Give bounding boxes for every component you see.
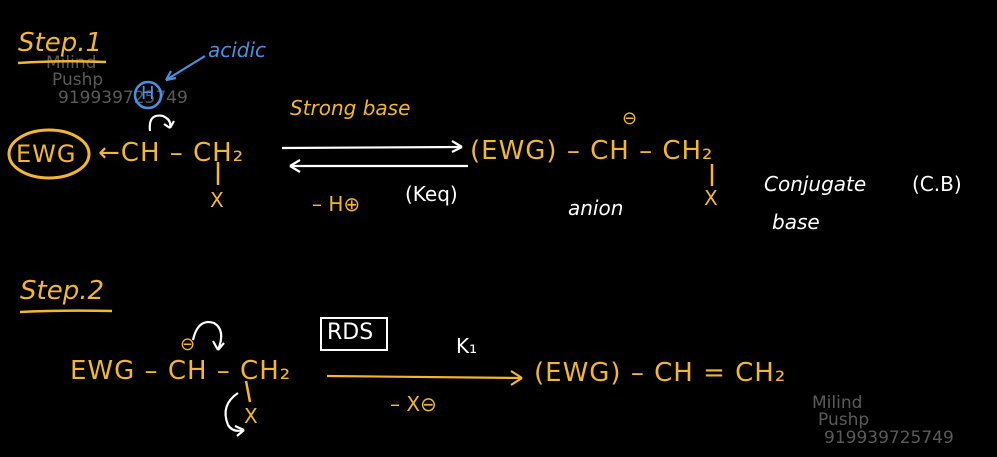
h-atom: H <box>141 83 155 104</box>
leaving-group: – X⊖ <box>390 392 437 416</box>
curved-arrow-h <box>148 114 172 132</box>
acidic-label: acidic <box>208 38 267 62</box>
rds-box <box>320 317 388 351</box>
watermark-name: Pushp <box>818 410 870 430</box>
watermark-phone: 919939725749 <box>58 88 188 108</box>
rate-constant: K₁ <box>456 334 478 358</box>
product-x: X <box>704 186 718 210</box>
ewg-circle <box>7 128 91 180</box>
h-circle <box>133 80 163 110</box>
step2-product-alkene: (EWG) – CH = CH₂ <box>534 358 787 388</box>
product-anion: (EWG) – CH – CH₂ <box>470 136 714 166</box>
curved-arrow-top <box>191 321 223 351</box>
acidic-arrow <box>165 55 206 81</box>
keq-label: (Keq) <box>405 182 458 206</box>
step2-underline <box>19 309 113 314</box>
step2-arrow <box>326 374 523 380</box>
watermark-phone: 919939725749 <box>824 428 954 448</box>
reagent-strong-base: Strong base <box>290 96 411 120</box>
cb-label: (C.B) <box>912 172 962 196</box>
rds-label: RDS <box>327 320 374 345</box>
product-charge: ⊖ <box>622 108 638 129</box>
reactant-chain: ←CH – CH₂ <box>98 138 245 168</box>
curved-arrow-x <box>224 392 245 432</box>
step2-reactant: EWG – CH – CH₂ <box>70 356 292 386</box>
anion-label: anion <box>568 196 624 220</box>
bond-step2-x <box>244 380 252 403</box>
step2-x: X <box>244 404 258 428</box>
reactant-x: X <box>210 188 224 212</box>
forward-arrow <box>281 145 463 150</box>
ewg-circled: EWG <box>16 140 77 168</box>
base-label: base <box>772 210 820 234</box>
watermark-name: Milind <box>812 393 863 413</box>
reagent-minus-h: – H⊕ <box>312 192 361 216</box>
step2-charge: ⊖ <box>180 334 196 355</box>
watermark-name: Pushp <box>52 70 104 90</box>
step1-underline <box>17 59 107 65</box>
step1-label: Step.1 <box>18 28 103 58</box>
conjugate-label: Conjugate <box>764 172 867 196</box>
step2-label: Step.2 <box>20 276 105 306</box>
watermark-name: Milind <box>46 53 97 73</box>
